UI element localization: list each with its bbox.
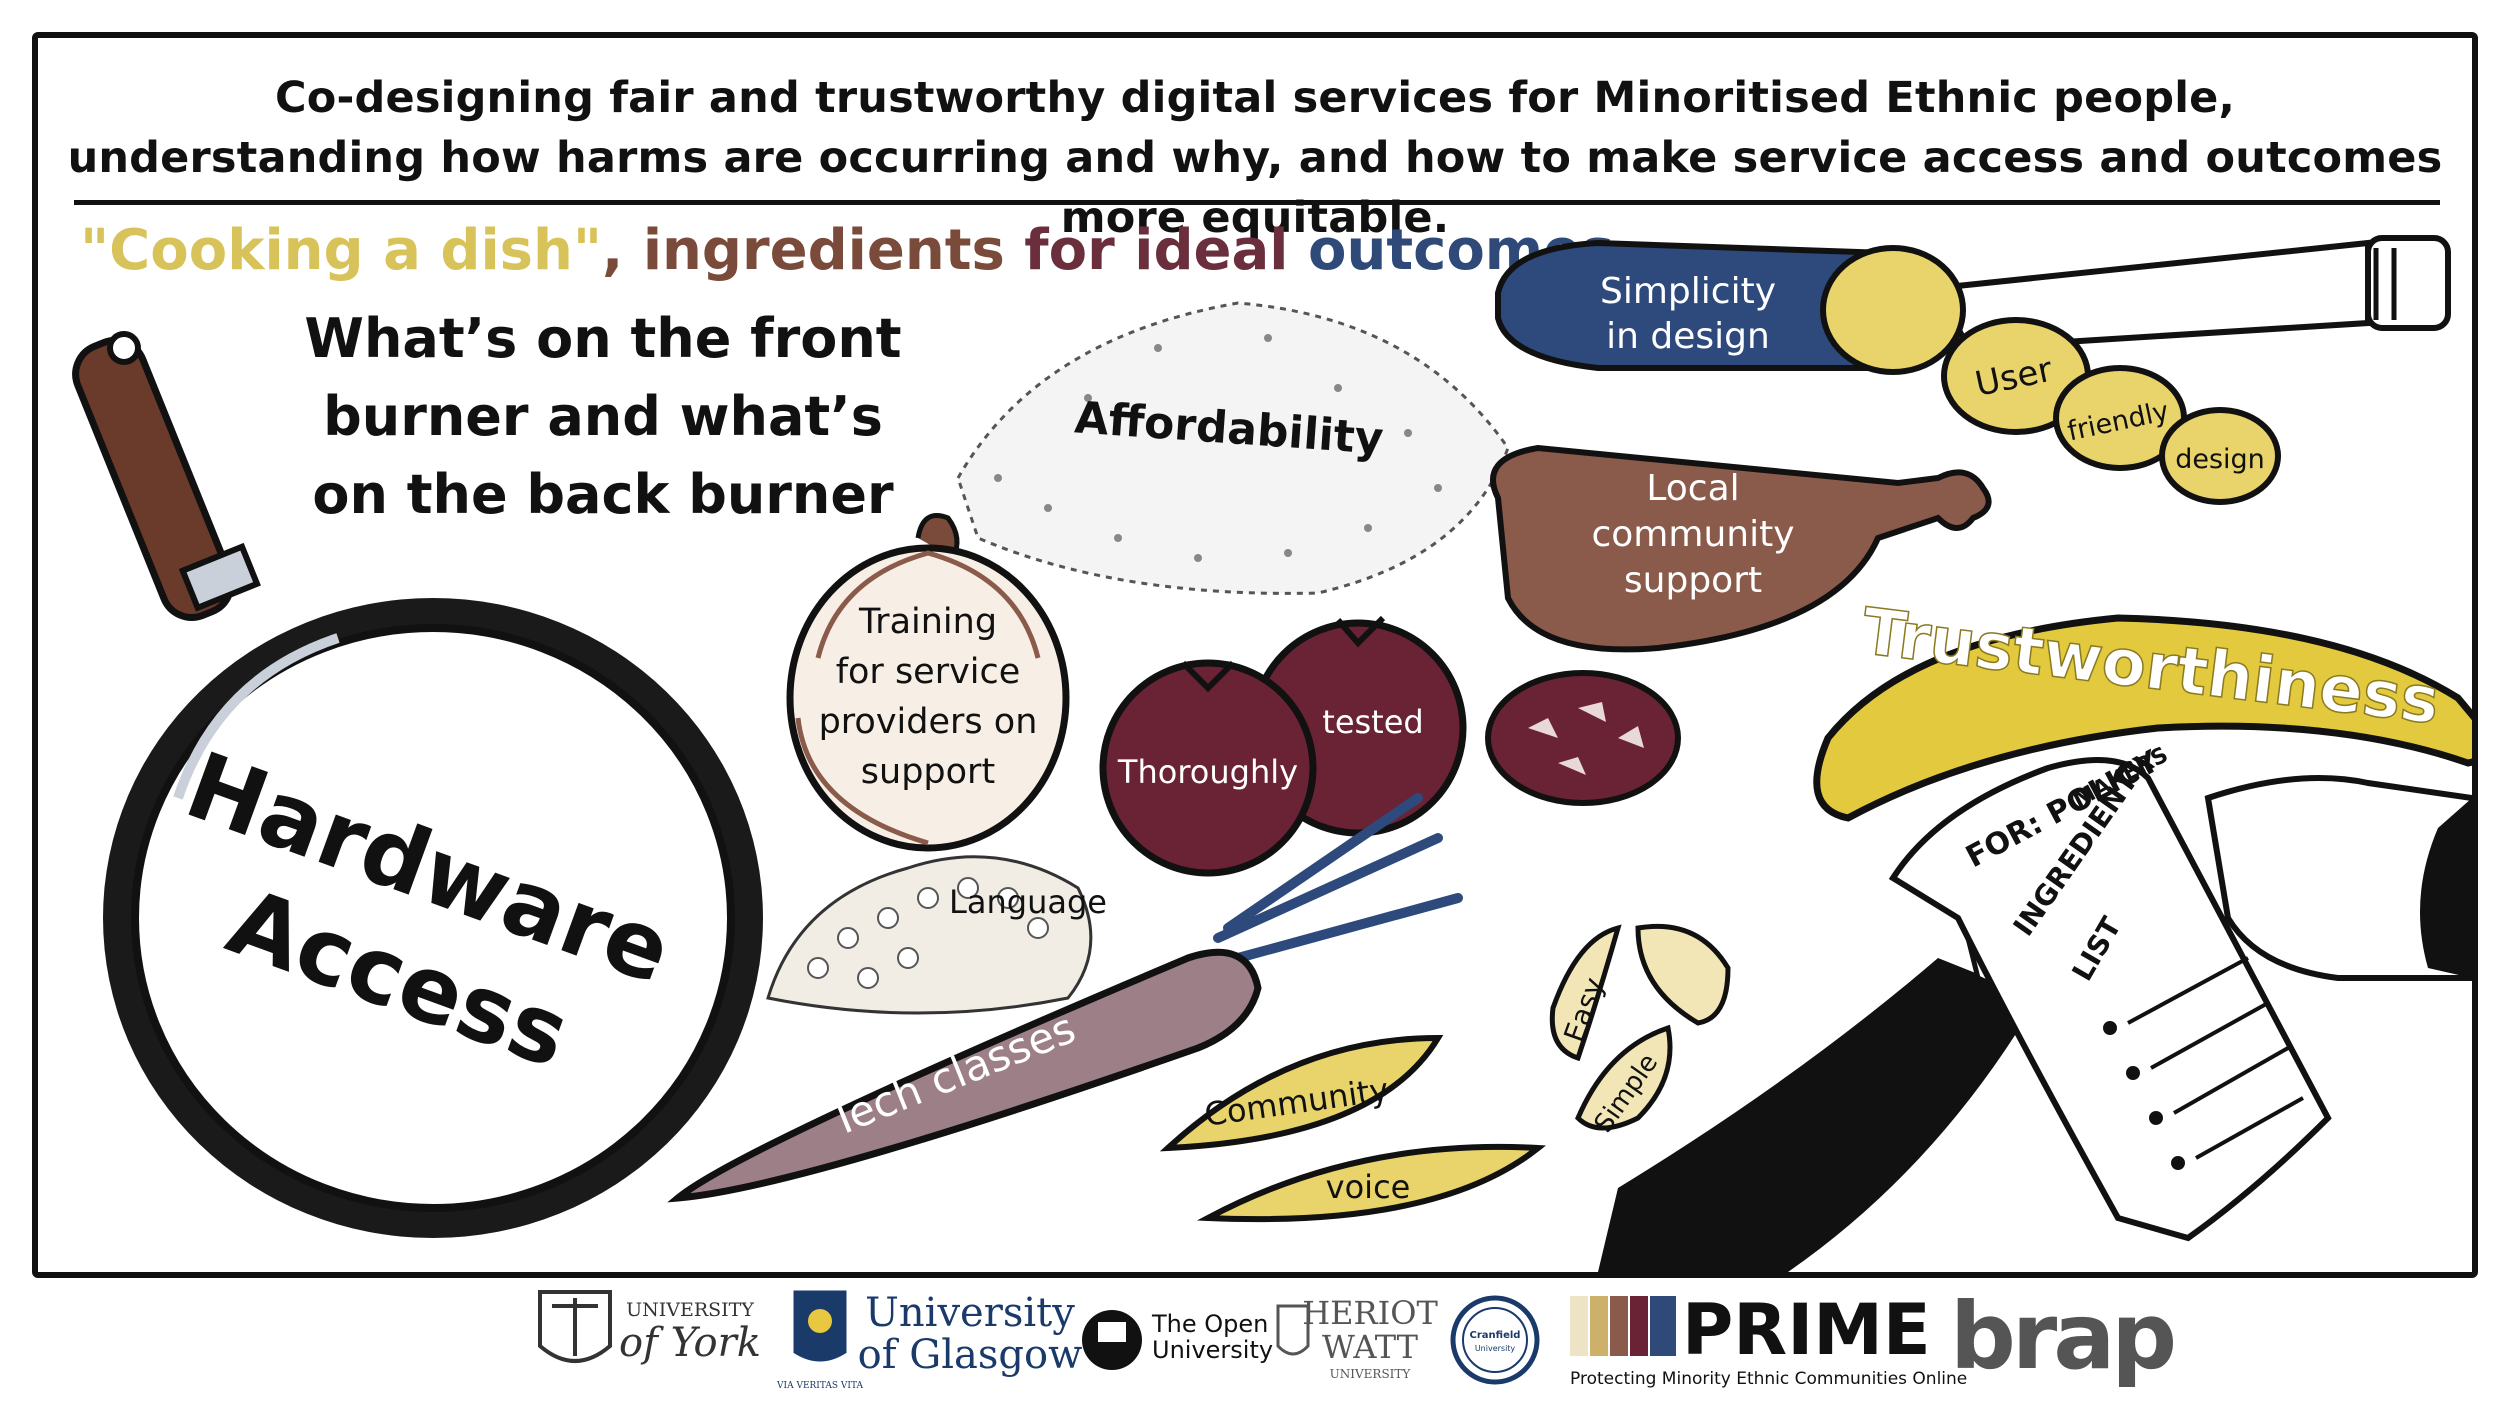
logo-prime: PRIME Protecting Minority Ethnic Communi… — [1570, 1289, 1967, 1389]
brap-title: brap — [1950, 1283, 2173, 1390]
leaf-label-2: voice — [1326, 1168, 1411, 1206]
onion-icon: Training for service providers on suppor… — [786, 513, 1070, 852]
burner-heading: What’s on the front burner and what’s on… — [293, 300, 913, 534]
logo-cranfield: Cranfield University — [1450, 1295, 1540, 1385]
open-line-2: University — [1152, 1336, 1273, 1364]
drumstick-label-line-1: Local — [1646, 468, 1739, 509]
burner-line-2: burner and what’s — [323, 385, 883, 448]
garlic-icon: Easy Simple — [1549, 923, 1731, 1138]
prime-title: PRIME — [1682, 1289, 1931, 1371]
york-bottom: of York — [619, 1320, 761, 1366]
header: Co-designing fair and trustworthy digita… — [38, 68, 2472, 248]
cranfield-line-2: University — [1475, 1344, 1516, 1353]
onion-label-line-2: for service — [836, 652, 1021, 692]
tomato-label-2: tested — [1322, 703, 1423, 741]
open-line-1: The Open — [1151, 1310, 1268, 1338]
subtitle-part-3: for ideal — [1004, 218, 1289, 283]
slice-label-3: design — [2175, 444, 2265, 475]
glasgow-bottom: of Glasgow — [858, 1332, 1083, 1378]
drumstick-icon: Local community support — [1490, 444, 1992, 653]
burner-line-1: What’s on the front — [304, 307, 902, 370]
illustration: Hardware Access Simplicity in design Use… — [72, 235, 2472, 1272]
glasgow-top: University — [865, 1290, 1075, 1336]
eggplant-icon: Simplicity in design — [1495, 239, 1966, 375]
logo-heriot-watt: HERIOT WATT UNIVERSITY — [1276, 1294, 1438, 1381]
tomato-label-1: Thoroughly — [1117, 753, 1298, 791]
york-top: UNIVERSITY — [626, 1299, 754, 1321]
subtitle-part-2: ingredients — [623, 218, 1005, 283]
grain-label: Language — [949, 883, 1107, 921]
burner-line-3: on the back burner — [312, 463, 894, 526]
eggplant-label-line-1: Simplicity — [1600, 271, 1776, 312]
logo-brap: brap — [1950, 1283, 2177, 1390]
logo-glasgow: VIA VERITAS VITA University of Glasgow — [776, 1290, 1082, 1391]
eggplant-label-line-2: in design — [1606, 316, 1770, 357]
sausage-slice-icon — [1485, 670, 1681, 806]
partner-logos: UNIVERSITY of York VIA VERITAS VITA Univ… — [538, 1283, 2177, 1391]
eggplant-slices: User friendly design — [1941, 317, 2281, 505]
heriot-line-1: HERIOT — [1302, 1294, 1438, 1332]
salt-pile-icon: Affordability — [956, 301, 1510, 595]
header-line-2: understanding how harms are occurring an… — [67, 133, 2443, 243]
poster-frame: Co-designing fair and trustworthy digita… — [32, 32, 2478, 1278]
heriot-line-3: UNIVERSITY — [1330, 1367, 1412, 1381]
onion-label-line-1: Training — [858, 602, 997, 642]
tomato-icon: Thoroughly tested — [1099, 615, 1467, 877]
prime-subtitle: Protecting Minority Ethnic Communities O… — [1570, 1369, 1967, 1389]
logo-open-university: The Open University — [1082, 1310, 1273, 1370]
pan-icon: Hardware Access — [72, 331, 763, 1238]
logo-york: UNIVERSITY of York — [538, 1290, 761, 1366]
onion-label-line-3: providers on — [819, 702, 1038, 742]
grain-pile-icon: Language — [766, 855, 1107, 1015]
onion-label-line-4: support — [861, 752, 995, 792]
glasgow-motto: VIA VERITAS VITA — [776, 1381, 863, 1391]
header-divider — [74, 200, 2440, 205]
drumstick-label-line-3: support — [1624, 560, 1762, 601]
header-line-1: Co-designing fair and trustworthy digita… — [274, 73, 2236, 123]
heriot-line-2: WATT — [1322, 1328, 1419, 1366]
bay-leaf-icon: Community voice — [1159, 1034, 1547, 1223]
drumstick-label-line-2: community — [1591, 514, 1794, 555]
subtitle-part-1: "Cooking a dish" — [80, 218, 603, 283]
cranfield-line-1: Cranfield — [1470, 1330, 1521, 1341]
subtitle-comma: , — [602, 218, 624, 283]
